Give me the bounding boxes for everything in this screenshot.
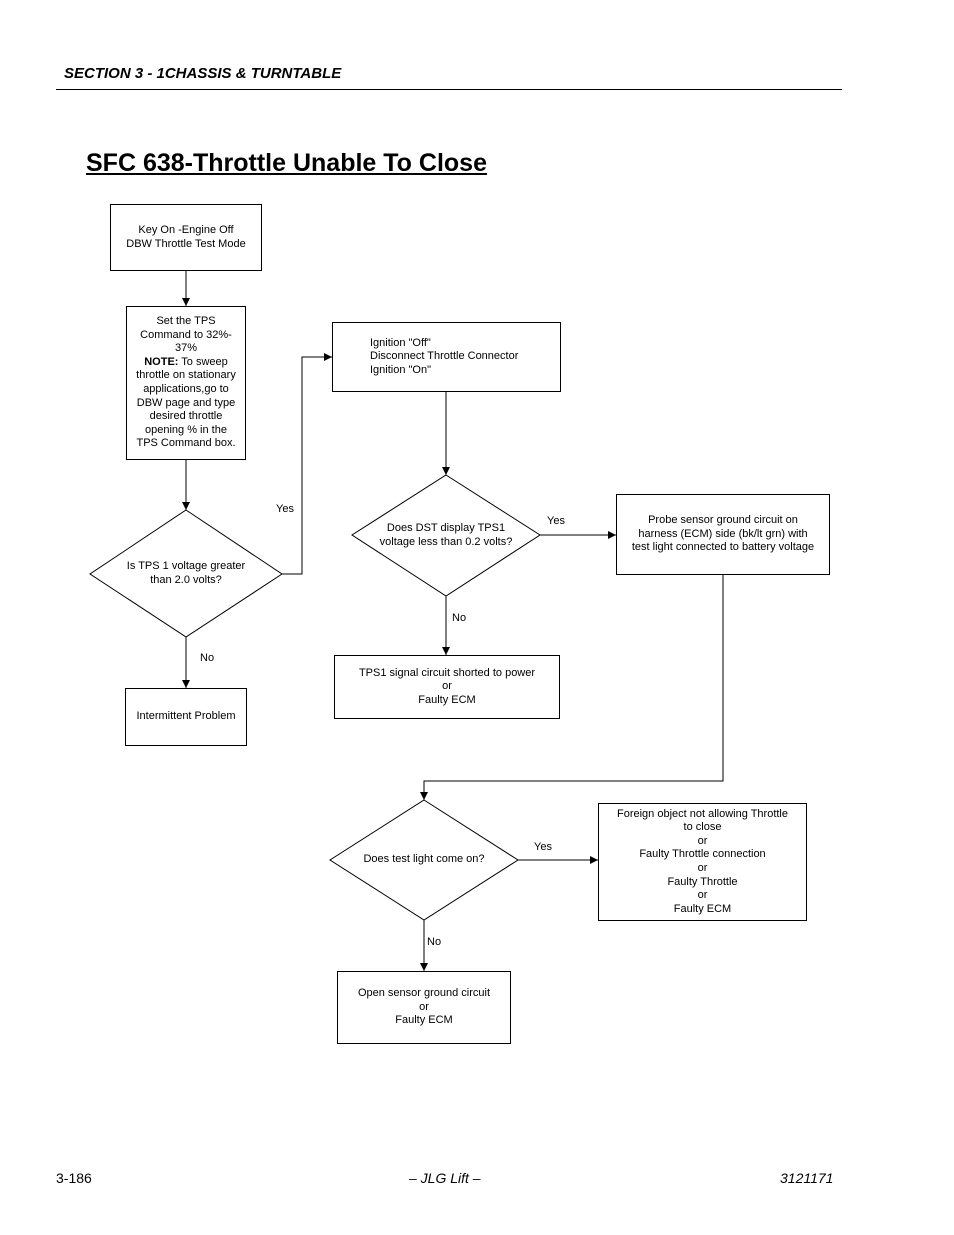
decision-line: Does DST display TPS1	[386, 522, 506, 534]
decision-tps1-diamond	[89, 509, 283, 638]
ignition-line: Ignition "On"	[370, 363, 432, 376]
section-header: SECTION 3 - 1CHASSIS & TURNTABLE	[64, 65, 342, 82]
open-ground-line: Open sensor ground circuit	[357, 987, 491, 1000]
yes-label: Yes	[547, 515, 565, 527]
open-ground-box: Open sensor ground circuit or Faulty ECM	[337, 971, 511, 1044]
note-line: NOTE: To sweep	[144, 356, 228, 370]
document-number: 3121171	[780, 1170, 834, 1186]
foreign-object-box: Foreign object not allowing Throttle to …	[598, 803, 807, 921]
probe-line: harness (ECM) side (bk/lt grn) with	[638, 527, 808, 540]
decision-line: voltage less than 0.2 volts?	[379, 535, 513, 548]
foreign-line: Faulty Throttle	[667, 875, 738, 888]
open-ground-line: or	[419, 1000, 429, 1013]
probe-line: test light connected to battery voltage	[631, 541, 815, 554]
page-number: 3-186	[56, 1170, 92, 1186]
start-box: Key On -Engine Off DBW Throttle Test Mod…	[110, 204, 262, 271]
note-line: desired throttle	[149, 410, 223, 423]
tps1-shorted-line: Faulty ECM	[418, 693, 476, 706]
foreign-line: Faulty ECM	[673, 902, 732, 915]
note-line: TPS Command box.	[136, 437, 236, 450]
intermittent-line: Intermittent Problem	[136, 710, 236, 723]
note-line: opening % in the	[145, 423, 227, 436]
decision-light-text: Does test light come on?	[344, 853, 504, 867]
ignition-box: Ignition "Off" Disconnect Throttle Conne…	[332, 322, 561, 392]
set-tps-line: Command to 32%-	[140, 328, 232, 341]
ignition-line: Disconnect Throttle Connector	[370, 350, 519, 363]
foreign-line: to close	[683, 821, 722, 834]
no-label: No	[200, 652, 215, 664]
decision-line: Is TPS 1 voltage greater	[126, 560, 246, 572]
decision-dst-text: Does DST display TPS1 voltage less than …	[366, 522, 526, 549]
note-label: NOTE:	[144, 355, 179, 368]
note-first: To sweep	[178, 355, 228, 368]
foreign-line: Faulty Throttle connection	[639, 848, 766, 861]
decision-tps1-text: Is TPS 1 voltage greater than 2.0 volts?	[106, 560, 266, 587]
decision-line: Does test light come on?	[363, 853, 485, 865]
decision-dst-diamond	[351, 474, 541, 597]
probe-box: Probe sensor ground circuit on harness (…	[616, 494, 830, 575]
yes-label: Yes	[276, 503, 294, 515]
note-line: throttle on stationary	[136, 369, 236, 382]
note-line: DBW page and type	[136, 396, 236, 409]
start-line: DBW Throttle Test Mode	[126, 237, 246, 250]
set-tps-line: Set the TPS	[156, 315, 216, 328]
foreign-line: or	[697, 862, 708, 874]
foreign-line: or	[697, 889, 708, 902]
footer-center: – JLG Lift –	[409, 1170, 481, 1186]
foreign-line: Foreign object not allowing Throttle	[616, 807, 788, 820]
tps1-shorted-line: or	[442, 680, 452, 693]
decision-light-diamond	[329, 799, 519, 921]
set-tps-line: 37%	[174, 342, 198, 355]
open-ground-line: Faulty ECM	[395, 1014, 453, 1027]
no-label: No	[452, 612, 467, 624]
no-label: No	[427, 936, 442, 948]
decision-line: than 2.0 volts?	[150, 573, 222, 586]
yes-label: Yes	[534, 841, 552, 853]
ignition-line: Ignition "Off"	[370, 336, 431, 349]
start-line: Key On -Engine Off	[138, 223, 234, 236]
intermittent-box: Intermittent Problem	[125, 688, 247, 746]
note-line: applications,go to	[143, 383, 229, 395]
header-rule	[56, 89, 842, 90]
probe-line: Probe sensor ground circuit on	[648, 514, 798, 527]
set-tps-box: Set the TPS Command to 32%- 37% NOTE: To…	[126, 306, 246, 460]
page-title: SFC 638-Throttle Unable To Close	[86, 149, 487, 177]
foreign-line: or	[697, 834, 708, 847]
tps1-shorted-box: TPS1 signal circuit shorted to power or …	[334, 655, 560, 719]
arrow-decision-yes	[282, 353, 332, 575]
tps1-shorted-line: TPS1 signal circuit shorted to power	[358, 666, 536, 679]
arrow-probe-to-light	[420, 575, 724, 800]
